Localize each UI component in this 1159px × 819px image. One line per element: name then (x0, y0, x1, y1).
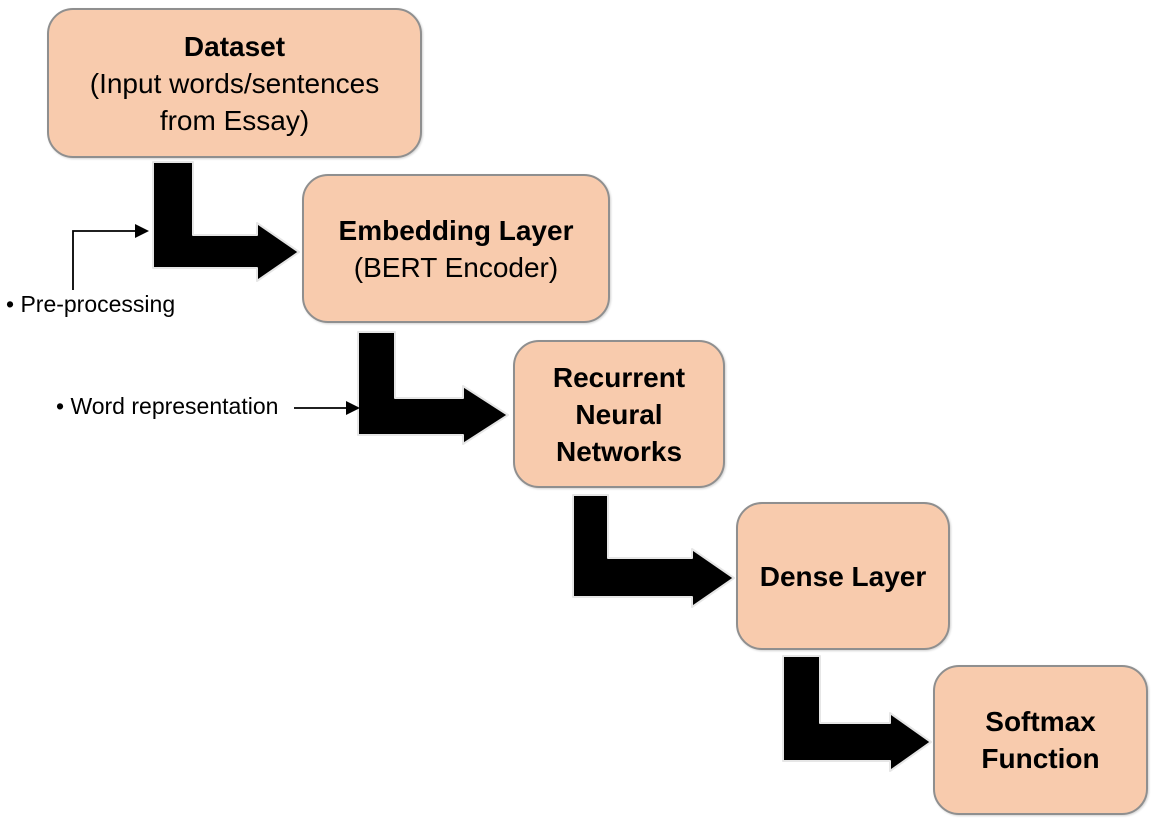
flow-arrow-dense-to-softmax (782, 655, 932, 772)
node-softmax-function: Softmax Function (933, 665, 1148, 815)
preprocessing-connector-arrowhead-icon (135, 224, 149, 238)
node-recurrent-neural-networks-title: Recurrent Neural Networks (552, 361, 686, 467)
node-embedding-layer: Embedding Layer (BERT Encoder) (302, 174, 610, 323)
node-softmax-function-title: Softmax Function (981, 706, 1100, 774)
node-dense-layer: Dense Layer (736, 502, 950, 650)
annotation-word-representation: • Word representation (56, 393, 279, 419)
node-recurrent-neural-networks: Recurrent Neural Networks (513, 340, 725, 488)
preprocessing-connector-line (72, 230, 136, 290)
flow-arrow-embedding-to-rnn (357, 331, 509, 445)
node-dataset-subtitle: (Input words/sentences from Essay) (89, 67, 380, 136)
flow-arrow-dataset-to-embedding (152, 161, 300, 282)
flow-arrow-rnn-to-dense (572, 494, 735, 608)
node-embedding-layer-title: Embedding Layer (338, 214, 574, 246)
node-dense-layer-title: Dense Layer (759, 560, 927, 592)
wordrep-connector-arrowhead-icon (346, 401, 360, 415)
node-embedding-layer-subtitle: (BERT Encoder) (353, 251, 559, 283)
annotation-preprocessing: • Pre-processing (6, 291, 176, 317)
node-dataset-title: Dataset (183, 30, 286, 62)
node-dataset: Dataset (Input words/sentences from Essa… (47, 8, 422, 158)
